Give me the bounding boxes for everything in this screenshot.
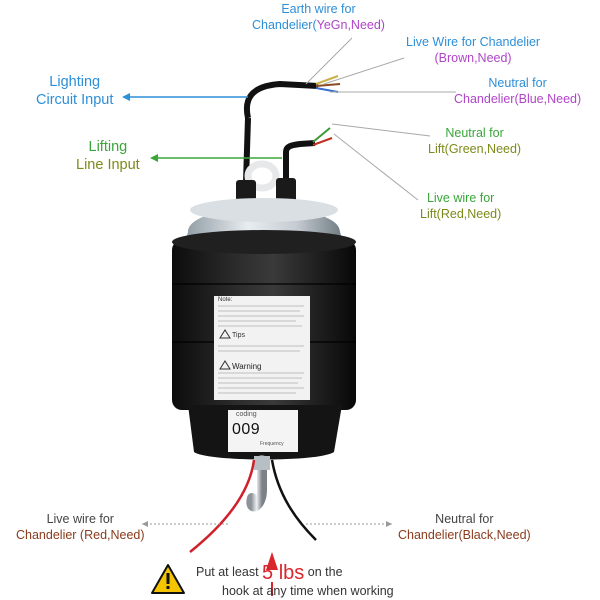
arrow-neutral-lift (331, 123, 431, 137)
label-live-chandelier-line1: Live Wire for Chandelier (406, 35, 541, 49)
warning-weight: 5 lbs (262, 562, 305, 584)
label-live-bottom-line1: Live wire for (46, 512, 114, 526)
label-earth-line1: Earth wire for (281, 2, 356, 16)
warning-text-line2: hook at any time when working (222, 584, 394, 598)
warning-triangle-icon (151, 564, 185, 594)
warning-text-post: on the (307, 565, 343, 579)
label-lifting-input: Lifting Line Input (76, 138, 140, 174)
frequency-text: Frequency (260, 441, 284, 447)
sticker-warning: Warning (232, 362, 262, 371)
warning-sticker (214, 296, 310, 400)
label-lighting-line1: Lighting (49, 74, 101, 90)
lifting-cable (283, 140, 316, 180)
warning-text-line1: Put at least 5 lbs on the (196, 562, 343, 585)
lighting-cable (243, 80, 319, 119)
label-live-lift: Live wire for Lift(Red,Need) (420, 191, 501, 222)
black-wire (270, 459, 317, 541)
coding-number: 009 (232, 421, 261, 438)
arrow-live-lift (333, 133, 419, 201)
hook (246, 455, 267, 512)
label-neutral-chandelier-line2: Chandelier(Blue,Need) (454, 91, 582, 106)
arrow-live-chand (323, 57, 405, 85)
label-neutral-lift-line2: Lift(Green,Need) (428, 141, 522, 156)
label-live-chandelier-line2: (Brown,Need) (434, 50, 512, 65)
label-live-chandelier: Live Wire for Chandelier (Brown,Need) (406, 35, 540, 66)
label-neutral-chandelier: Neutral for Chandelier(Blue,Need) (454, 76, 581, 107)
label-earth: Earth wire for Chandelier(YeGn,Need) (252, 2, 385, 33)
label-neutral-lift: Neutral for Lift(Green,Need) (428, 126, 521, 157)
sticker-note: Note: (218, 297, 233, 303)
label-live-bottom: Live wire for Chandelier (Red,Need) (16, 512, 145, 543)
label-live-lift-line2: Lift(Red,Need) (420, 206, 502, 221)
coding-text: coding (236, 411, 257, 418)
label-neutral-lift-line1: Neutral for (445, 126, 504, 140)
label-neutral-bottom: Neutral for Chandelier(Black,Need) (398, 512, 531, 543)
label-lighting-line2: Circuit Input (36, 92, 114, 109)
warning-text-pre: Put at least (196, 565, 259, 579)
red-wire (189, 459, 256, 553)
sticker-tips: Tips (232, 332, 245, 339)
label-earth-line2a: Chandelier( (252, 17, 317, 32)
label-lighting-input: Lighting Circuit Input (36, 73, 113, 109)
label-neutral-bottom-line1: Neutral for (435, 512, 494, 526)
label-lifting-line2: Line Input (76, 157, 140, 174)
label-lifting-line1: Lifting (88, 139, 128, 155)
arrow-earth (305, 37, 353, 85)
label-live-bottom-line2: Chandelier (Red,Need) (16, 527, 145, 542)
label-neutral-chandelier-line1: Neutral for (488, 76, 547, 90)
coding-label (228, 410, 298, 452)
label-neutral-bottom-line2: Chandelier(Black,Need) (398, 527, 531, 542)
label-earth-line2b: YeGn,Need) (316, 17, 385, 32)
label-live-lift-line1: Live wire for (426, 191, 495, 205)
